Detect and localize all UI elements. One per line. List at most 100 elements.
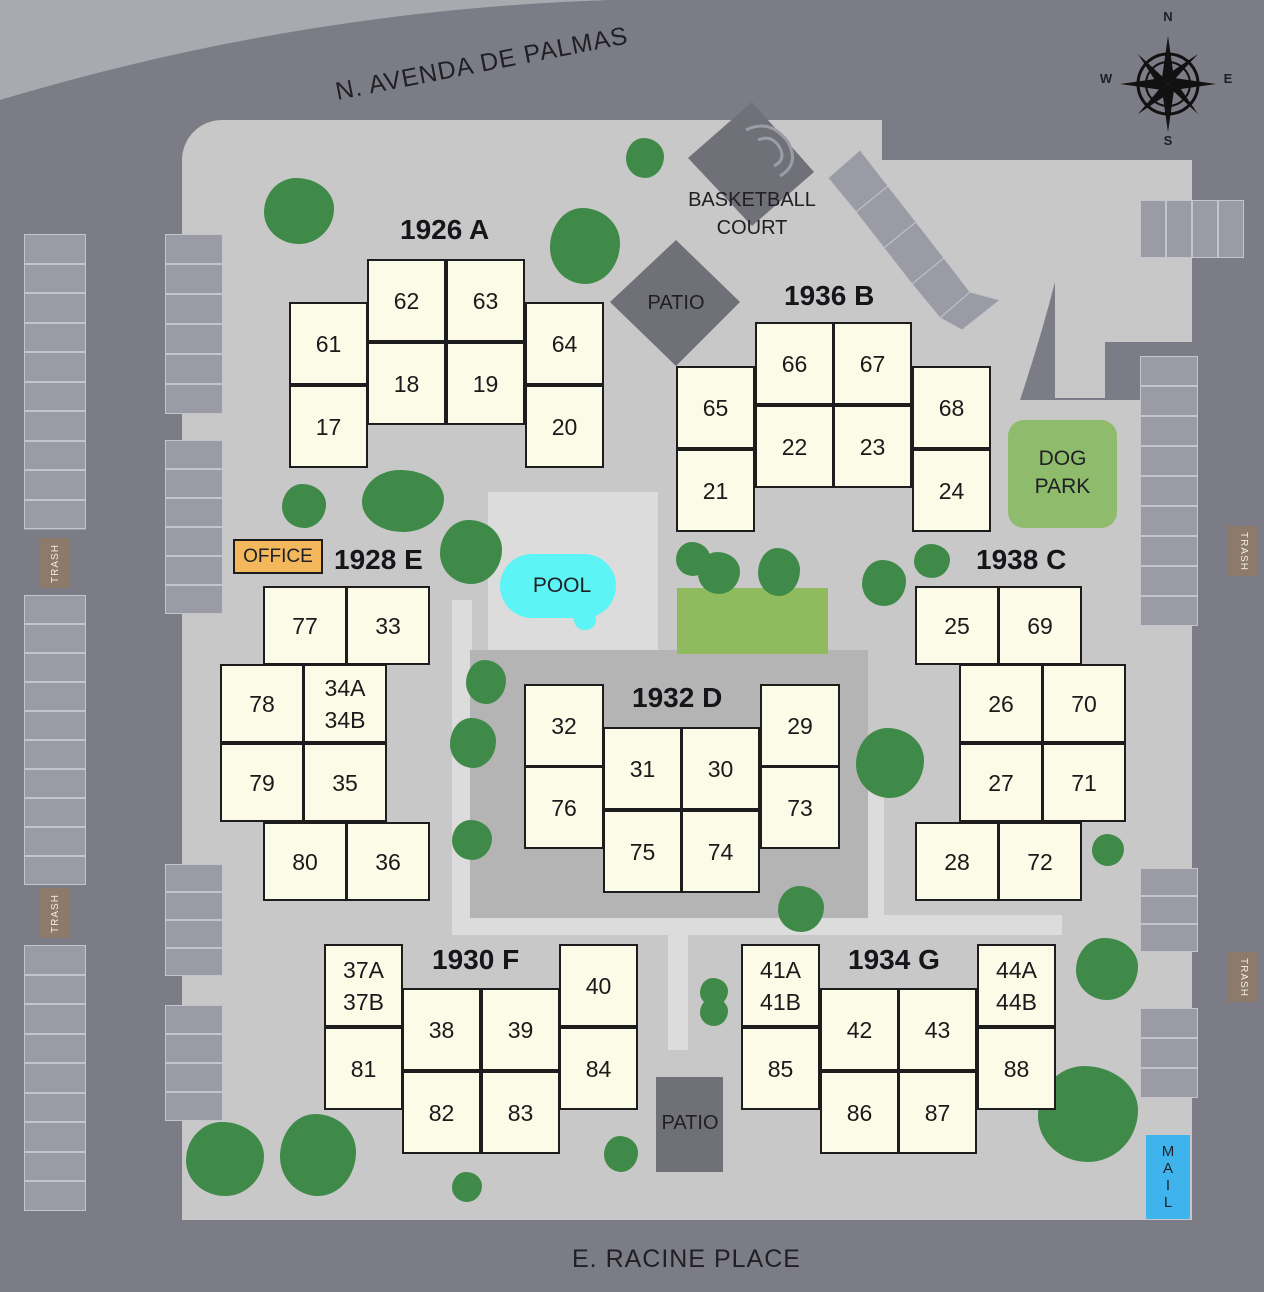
unit[interactable]: 31 [603,727,682,810]
parking-stall [1140,1008,1198,1038]
office-marker[interactable]: OFFICE [233,539,323,574]
parking-stall [1140,868,1198,896]
parking-stall [24,798,86,827]
tree-icon [550,208,620,284]
unit[interactable]: 87 [898,1071,977,1154]
unit[interactable]: 19 [446,342,525,425]
dog-park[interactable] [1008,420,1117,528]
building-label: 1926 A [400,214,490,245]
parking-stall [24,1151,86,1181]
unit[interactable]: 75 [603,810,682,893]
walkway-south [452,915,1062,935]
trash-label: TRASH [49,543,61,583]
unit[interactable]: 84 [559,1027,638,1110]
unit[interactable]: 33 [346,586,430,665]
unit[interactable]: 81 [324,1027,403,1110]
unit[interactable]: 74 [681,810,760,893]
unit[interactable]: 68 [912,366,991,449]
unit[interactable]: 41A 41B [741,944,820,1027]
parking-stall [1218,200,1244,258]
unit[interactable]: 70 [1042,664,1126,743]
unit[interactable]: 69 [998,586,1082,665]
unit[interactable]: 40 [559,944,638,1027]
unit[interactable]: 32 [524,684,604,767]
parking-stall [24,740,86,769]
unit[interactable]: 36 [346,822,430,901]
unit[interactable]: 26 [959,664,1043,743]
tree-icon [186,1122,264,1196]
patio-north-label: PATIO [647,291,705,314]
unit[interactable]: 18 [367,342,446,425]
trash-label: TRASH [49,893,61,933]
unit[interactable]: 38 [402,988,481,1071]
parking-stall [165,948,223,976]
pool[interactable] [500,554,616,618]
unit[interactable]: 21 [676,449,755,532]
parking-stall [1140,356,1198,386]
parking-stall [165,354,223,384]
unit[interactable]: 29 [760,684,840,767]
mail-marker[interactable]: M A I L [1146,1135,1190,1219]
unit[interactable]: 25 [915,586,999,665]
tree-icon [466,660,506,704]
unit[interactable]: 39 [481,988,560,1071]
parking-stall [165,1034,223,1063]
unit[interactable]: 34A 34B [303,664,387,743]
unit[interactable]: 80 [263,822,347,901]
unit[interactable]: 22 [755,405,834,488]
unit[interactable]: 20 [525,385,604,468]
parking-stall [24,1181,86,1211]
unit[interactable]: 64 [525,302,604,385]
unit[interactable]: 35 [303,743,387,822]
parking-stall [1140,446,1198,476]
parking-stall [24,293,86,323]
unit[interactable]: 83 [481,1071,560,1154]
unit[interactable]: 73 [760,766,840,849]
unit[interactable]: 85 [741,1027,820,1110]
unit[interactable]: 72 [998,822,1082,901]
parking-stall [1140,416,1198,446]
tree-icon [700,998,728,1026]
tree-icon [280,1114,356,1196]
unit[interactable]: 76 [524,766,604,849]
unit[interactable]: 27 [959,743,1043,822]
unit[interactable]: 44A 44B [977,944,1056,1027]
unit[interactable]: 63 [446,259,525,342]
parking-stall [24,381,86,411]
unit[interactable]: 65 [676,366,755,449]
building-label: 1936 B [784,280,875,311]
unit[interactable]: 67 [833,322,912,405]
parking-stall [24,1092,86,1122]
unit[interactable]: 77 [263,586,347,665]
compass-south-label: S [1163,132,1173,148]
parking-stall [24,234,86,264]
compass-north-label: N [1163,8,1173,24]
unit[interactable]: 71 [1042,743,1126,822]
parking-stall [24,711,86,740]
parking-stall [165,892,223,920]
building-label: 1928 E [334,544,423,575]
unit[interactable]: 86 [820,1071,899,1154]
unit[interactable]: 42 [820,988,899,1071]
unit[interactable]: 79 [220,743,304,822]
pool-hot-tub [574,610,596,630]
parking-stall [165,440,223,469]
unit[interactable]: 62 [367,259,446,342]
unit[interactable]: 88 [977,1027,1056,1110]
unit[interactable]: 82 [402,1071,481,1154]
parking-stall [24,440,86,470]
unit[interactable]: 30 [681,727,760,810]
unit[interactable]: 17 [289,385,368,468]
unit[interactable]: 23 [833,405,912,488]
unit[interactable]: 61 [289,302,368,385]
unit[interactable]: 24 [912,449,991,532]
tree-icon [264,178,334,244]
unit[interactable]: 37A 37B [324,944,403,1027]
unit[interactable]: 78 [220,664,304,743]
patio-south-shape [656,1077,723,1172]
unit[interactable]: 43 [898,988,977,1071]
unit[interactable]: 28 [915,822,999,901]
unit[interactable]: 66 [755,322,834,405]
parking-stall [24,769,86,798]
